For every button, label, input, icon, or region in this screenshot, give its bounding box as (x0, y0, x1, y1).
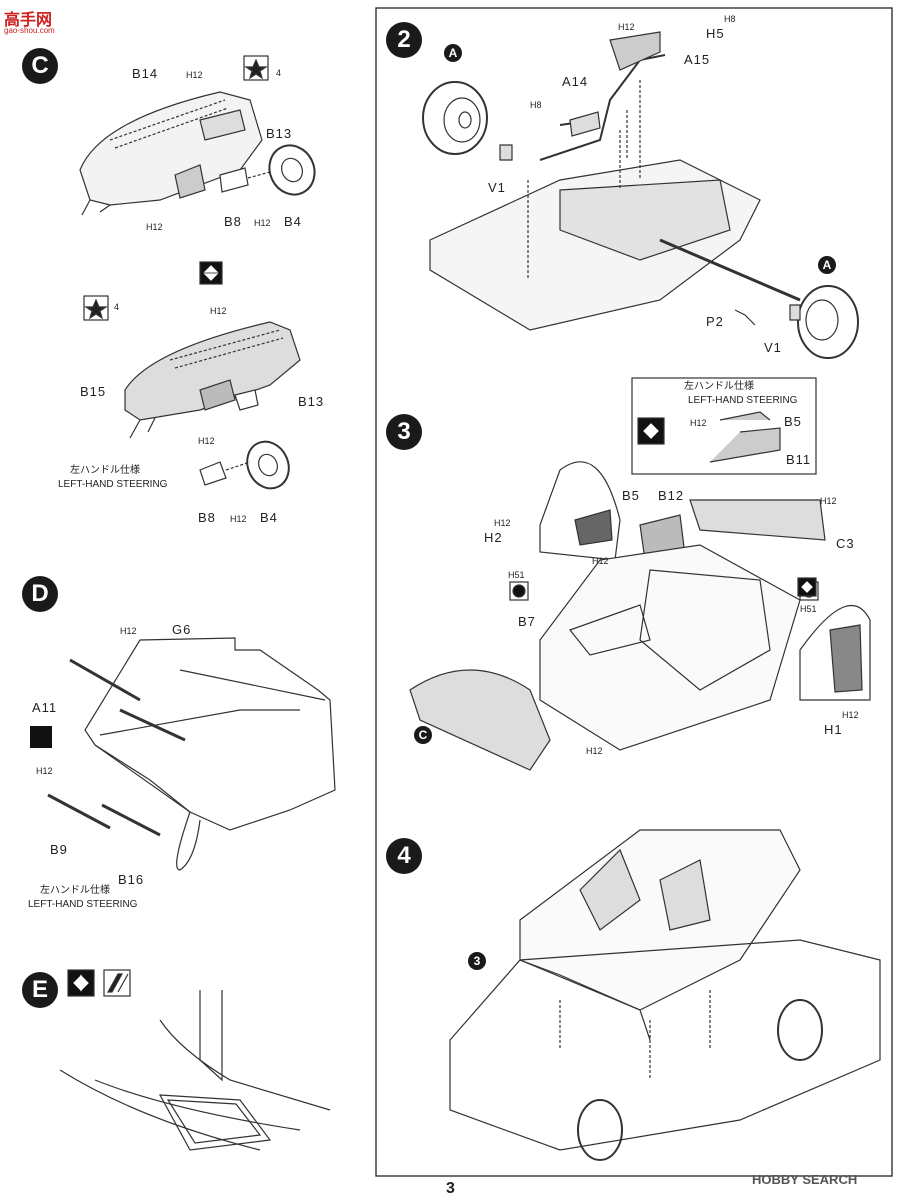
label-star-count: 4 (276, 68, 282, 78)
label-b5: B5 (622, 488, 640, 503)
flip-symbol (30, 726, 52, 748)
label-h12: H12 (146, 222, 163, 232)
step-3-marker: 3 (386, 414, 422, 450)
lh-steering-note-en: LEFT-HAND STEERING (58, 479, 168, 490)
label-h51: H51 (800, 604, 817, 614)
ref-a-marker: A (818, 256, 836, 274)
label-h2: H2 (484, 530, 503, 545)
step4-drawing (449, 829, 881, 1161)
label-b8: B8 (224, 214, 242, 229)
watermark-logo: 高手网 (4, 12, 53, 29)
watermark-brand: HOBBY SEARCH (752, 1172, 858, 1187)
label-b13: B13 (298, 394, 325, 409)
label-h12: H12 (198, 436, 215, 446)
page-number: 3 (446, 1180, 455, 1197)
label-g6: G6 (172, 622, 192, 637)
label-b4: B4 (284, 214, 302, 229)
label-h5: H5 (706, 26, 725, 41)
label-h12: H12 (586, 746, 603, 756)
step-c-marker: C (22, 48, 58, 84)
label-a11: A11 (32, 700, 58, 715)
label-star-count: 4 (114, 302, 120, 312)
label-h1: H1 (824, 722, 843, 737)
ref-a-marker: A (444, 44, 462, 62)
step-d-marker: D (22, 576, 58, 612)
label-a15: A15 (684, 52, 711, 67)
label-p2: P2 (706, 314, 724, 329)
label-h12: H12 (36, 766, 53, 776)
lh-steering-note-jp: 左ハンドル仕様 (70, 465, 140, 476)
lh-steering-note-jp: 左ハンドル仕様 (40, 885, 110, 896)
label-b7: B7 (518, 614, 536, 629)
label-h12: H12 (210, 306, 227, 316)
windshield-drawing (47, 637, 336, 871)
label-b5: B5 (784, 414, 802, 429)
flip-symbol (199, 261, 223, 285)
label-v1: V1 (764, 340, 782, 355)
label-h12: H12 (230, 514, 247, 524)
label-h12: H12 (186, 70, 203, 80)
step-e-marker: E (22, 972, 58, 1008)
lh-steering-note-en: LEFT-HAND STEERING (28, 899, 138, 910)
label-b14: B14 (132, 66, 159, 81)
label-h12: H12 (842, 710, 859, 720)
step3-drawing (409, 377, 871, 771)
step-2-marker: 2 (386, 22, 422, 58)
label-h12: H12 (592, 556, 609, 566)
label-c3: C3 (836, 536, 855, 551)
section-e-drawing (59, 969, 331, 1151)
label-h8: H8 (724, 14, 736, 24)
lh-steering-note-en: LEFT-HAND STEERING (688, 395, 798, 406)
label-h12: H12 (690, 418, 707, 428)
dashboard-top-drawing (79, 55, 316, 216)
label-b9: B9 (50, 842, 68, 857)
label-a14: A14 (562, 74, 589, 89)
label-v1: V1 (488, 180, 506, 195)
label-b4: B4 (260, 510, 278, 525)
label-h12: H12 (494, 518, 511, 528)
ref-c-marker: C (414, 726, 432, 744)
lh-steering-note-jp: 左ハンドル仕様 (684, 381, 754, 392)
label-b15: B15 (80, 384, 107, 399)
label-h51: H51 (508, 570, 525, 580)
label-h12: H12 (820, 496, 837, 506)
label-b8: B8 (198, 510, 216, 525)
label-h12: H12 (618, 22, 635, 32)
dashboard-bottom-drawing (83, 295, 301, 490)
label-b12: B12 (658, 488, 685, 503)
label-h12: H12 (254, 218, 271, 228)
steps-frame (375, 7, 893, 1177)
watermark-url: gao-shou.com (4, 26, 55, 35)
step-4-marker: 4 (386, 838, 422, 874)
step2-drawing (422, 31, 859, 359)
label-h8: H8 (530, 100, 542, 110)
label-h12: H12 (120, 626, 137, 636)
label-b16: B16 (118, 872, 145, 887)
ref-step3-marker: 3 (468, 952, 486, 970)
label-b11: B11 (786, 452, 812, 467)
label-b13: B13 (266, 126, 293, 141)
